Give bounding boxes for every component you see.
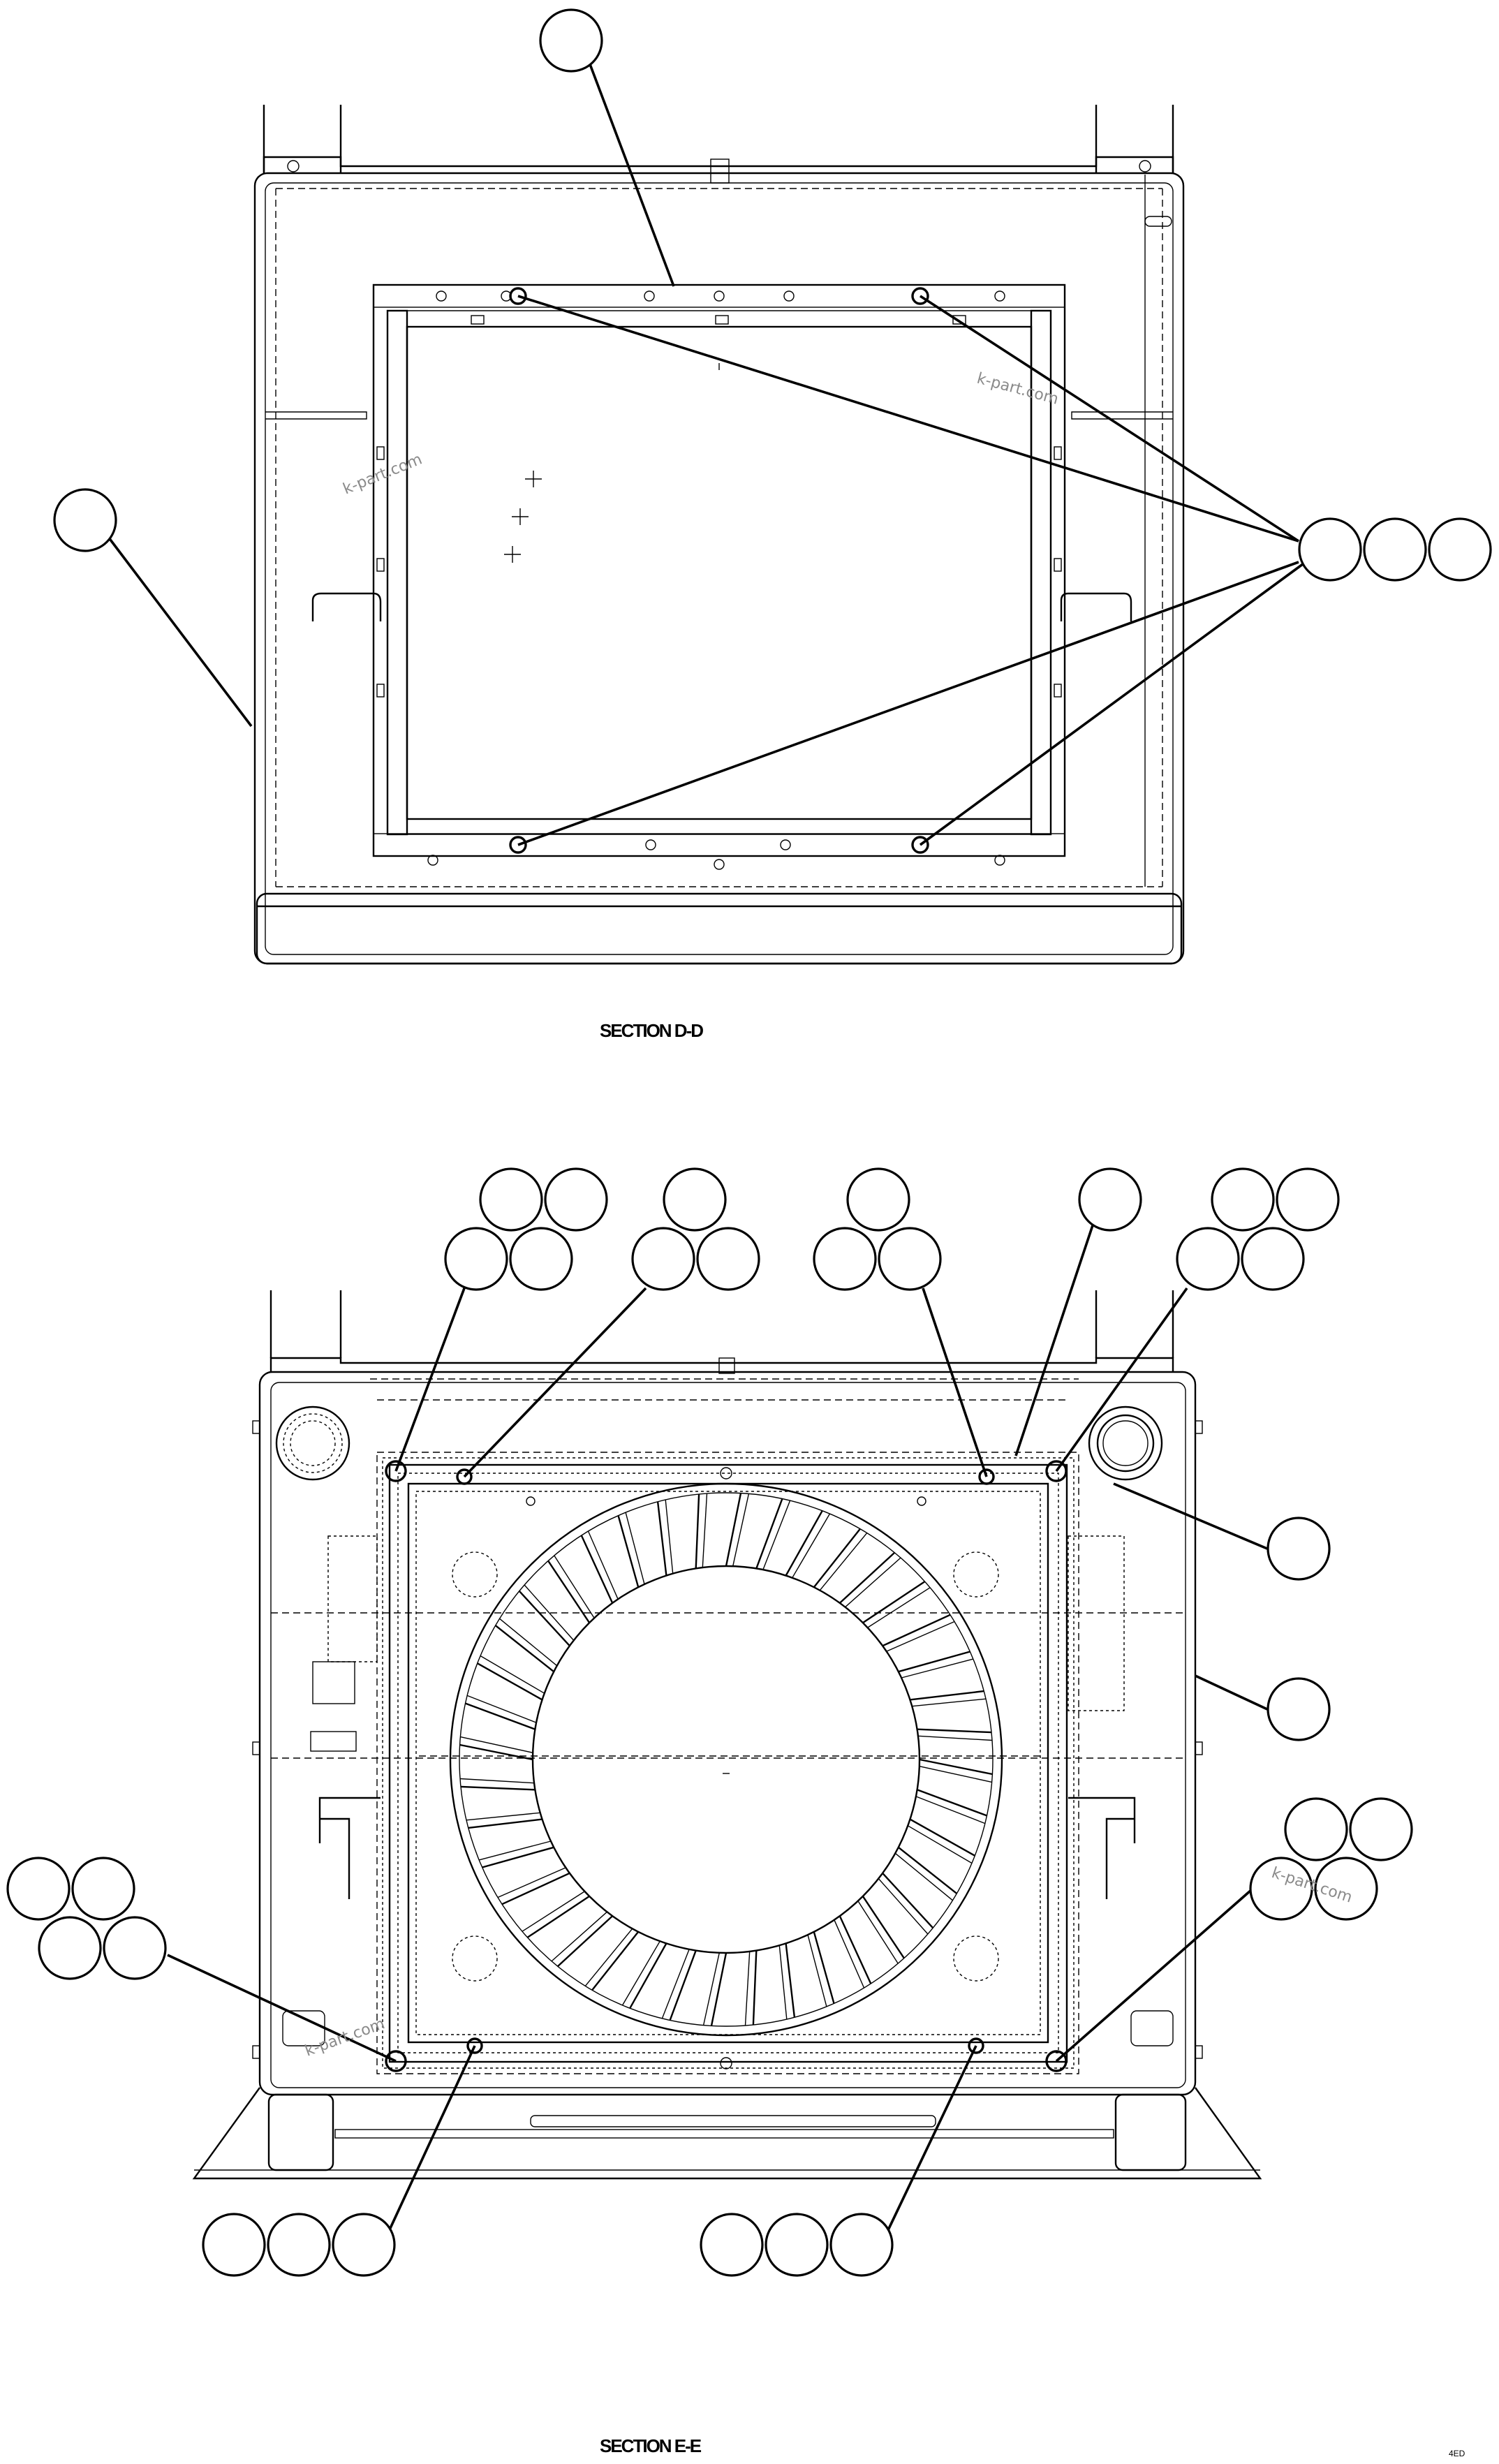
fan-blade (882, 1614, 951, 1647)
fan-blade-edge (778, 1945, 788, 2020)
fan-blade-edge (460, 1736, 533, 1753)
fan-blade (617, 1515, 640, 1588)
fan-blade (482, 1846, 554, 1868)
fan-blade (465, 1702, 536, 1730)
fan-blade (591, 1931, 640, 1991)
page-code: 4ED (1449, 2449, 1465, 2458)
fan-blade (468, 1818, 542, 1829)
fan-blade (785, 1943, 796, 2018)
fan-blade-edge (665, 1499, 674, 1574)
fan-blade-edge (478, 1840, 552, 1861)
fan-blade (917, 1789, 987, 1817)
fan-blade-edge (661, 1949, 690, 2019)
fan-blades (459, 1493, 993, 2026)
fan-blade-edge (497, 1867, 566, 1898)
fan-blade-edge (584, 1928, 633, 1986)
fan-blade-edge (621, 1940, 660, 2006)
fan-blade (917, 1728, 992, 1734)
fan-blade (919, 1758, 993, 1776)
fan-blade (526, 1895, 590, 1938)
fan-blade (862, 1581, 926, 1624)
fan-blade-edge (867, 1587, 931, 1628)
fan-blade-edge (901, 1658, 974, 1679)
watermark-3: k-part.com (303, 2015, 387, 2060)
fan-blade-edge (466, 1695, 537, 1723)
fan-blade-edge (907, 1825, 973, 1864)
frame-clips (376, 315, 1062, 698)
watermark-2: k-part.com (975, 370, 1060, 408)
fan-blade-edge (524, 1584, 575, 1641)
section-d-d-view (253, 105, 1185, 965)
fan-blade (656, 1501, 667, 1576)
fan-blade (580, 1535, 614, 1604)
fan-blade-edge (466, 1812, 540, 1821)
fan-blade-edge (499, 1618, 558, 1667)
fan-blade (710, 1952, 728, 2026)
frame-bolts-top (436, 287, 1005, 305)
fan-blade-edge (857, 1901, 899, 1964)
fan-blade-edge (912, 1698, 987, 1707)
fan-blade (494, 1625, 554, 1673)
fan-blade (695, 1493, 700, 1569)
section-d-d-callouts (53, 8, 1492, 846)
fan-blade-edge (459, 1778, 535, 1784)
fan-blade (909, 1818, 975, 1857)
frame-bolts-bottom (427, 836, 1005, 870)
fan-blade (910, 1690, 984, 1701)
fan-blade (518, 1590, 570, 1647)
fan-blade-edge (886, 1621, 955, 1652)
shroud-bolts (385, 1460, 1068, 2072)
fan-blade-edge (894, 1852, 953, 1901)
fan-blade (839, 1915, 872, 1984)
fan-blade (547, 1560, 591, 1623)
fan-blade (898, 1651, 970, 1673)
fan-blade-edge (762, 1500, 791, 1570)
fan-blade-edge (702, 1493, 708, 1568)
fan-blade-edge (792, 1513, 831, 1579)
fan-blade (477, 1662, 543, 1701)
fan-blade (459, 1743, 533, 1761)
fan-blade (460, 1785, 536, 1791)
fan-blade (813, 1528, 861, 1588)
fan-blade (882, 1872, 934, 1929)
fan-blade (669, 1950, 697, 2021)
section-e-e-callouts (6, 1167, 1413, 2277)
section-e-e-title: SECTION E-E (600, 2435, 702, 2456)
fan-blade (813, 1931, 835, 2004)
fan-blade (556, 1915, 614, 1968)
fan-blade-edge (522, 1891, 585, 1932)
fan-blade-edge (807, 1934, 827, 2007)
housing-side-bolts (252, 1420, 1203, 2059)
fan-blade-edge (917, 1735, 993, 1741)
fan-blade-edge (834, 1919, 865, 1989)
fan-blade (501, 1872, 570, 1905)
fan-blade (755, 1498, 783, 1569)
fan-blade-edge (587, 1530, 619, 1600)
fan-blade-edge (919, 1766, 992, 1783)
fan-blade (839, 1551, 896, 1604)
fan-blade (629, 1942, 667, 2009)
fan-blade-edge (732, 1493, 750, 1567)
fan-blade (862, 1896, 905, 1959)
fan-blade-edge (480, 1655, 545, 1694)
watermark-1: k-part.com (341, 451, 424, 499)
fan-blade-edge (551, 1911, 607, 1962)
fan-blade-edge (819, 1533, 868, 1591)
fan-blade-edge (845, 1557, 901, 1608)
section-e-e-view (192, 1290, 1262, 2180)
fan-blade (898, 1846, 958, 1894)
fan-blade-edge (878, 1878, 929, 1935)
fan-blade-edge (915, 1796, 986, 1824)
fan-blade-edge (744, 1951, 751, 2026)
fan-blade (752, 1950, 758, 2026)
fan-blade-edge (554, 1555, 595, 1618)
section-d-d-title: SECTION D-D (600, 1020, 703, 1041)
fan-blade-edge (702, 1952, 720, 2026)
fan-blade (725, 1493, 742, 1567)
fan-blade (785, 1510, 823, 1577)
fan-blade-edge (625, 1512, 645, 1585)
